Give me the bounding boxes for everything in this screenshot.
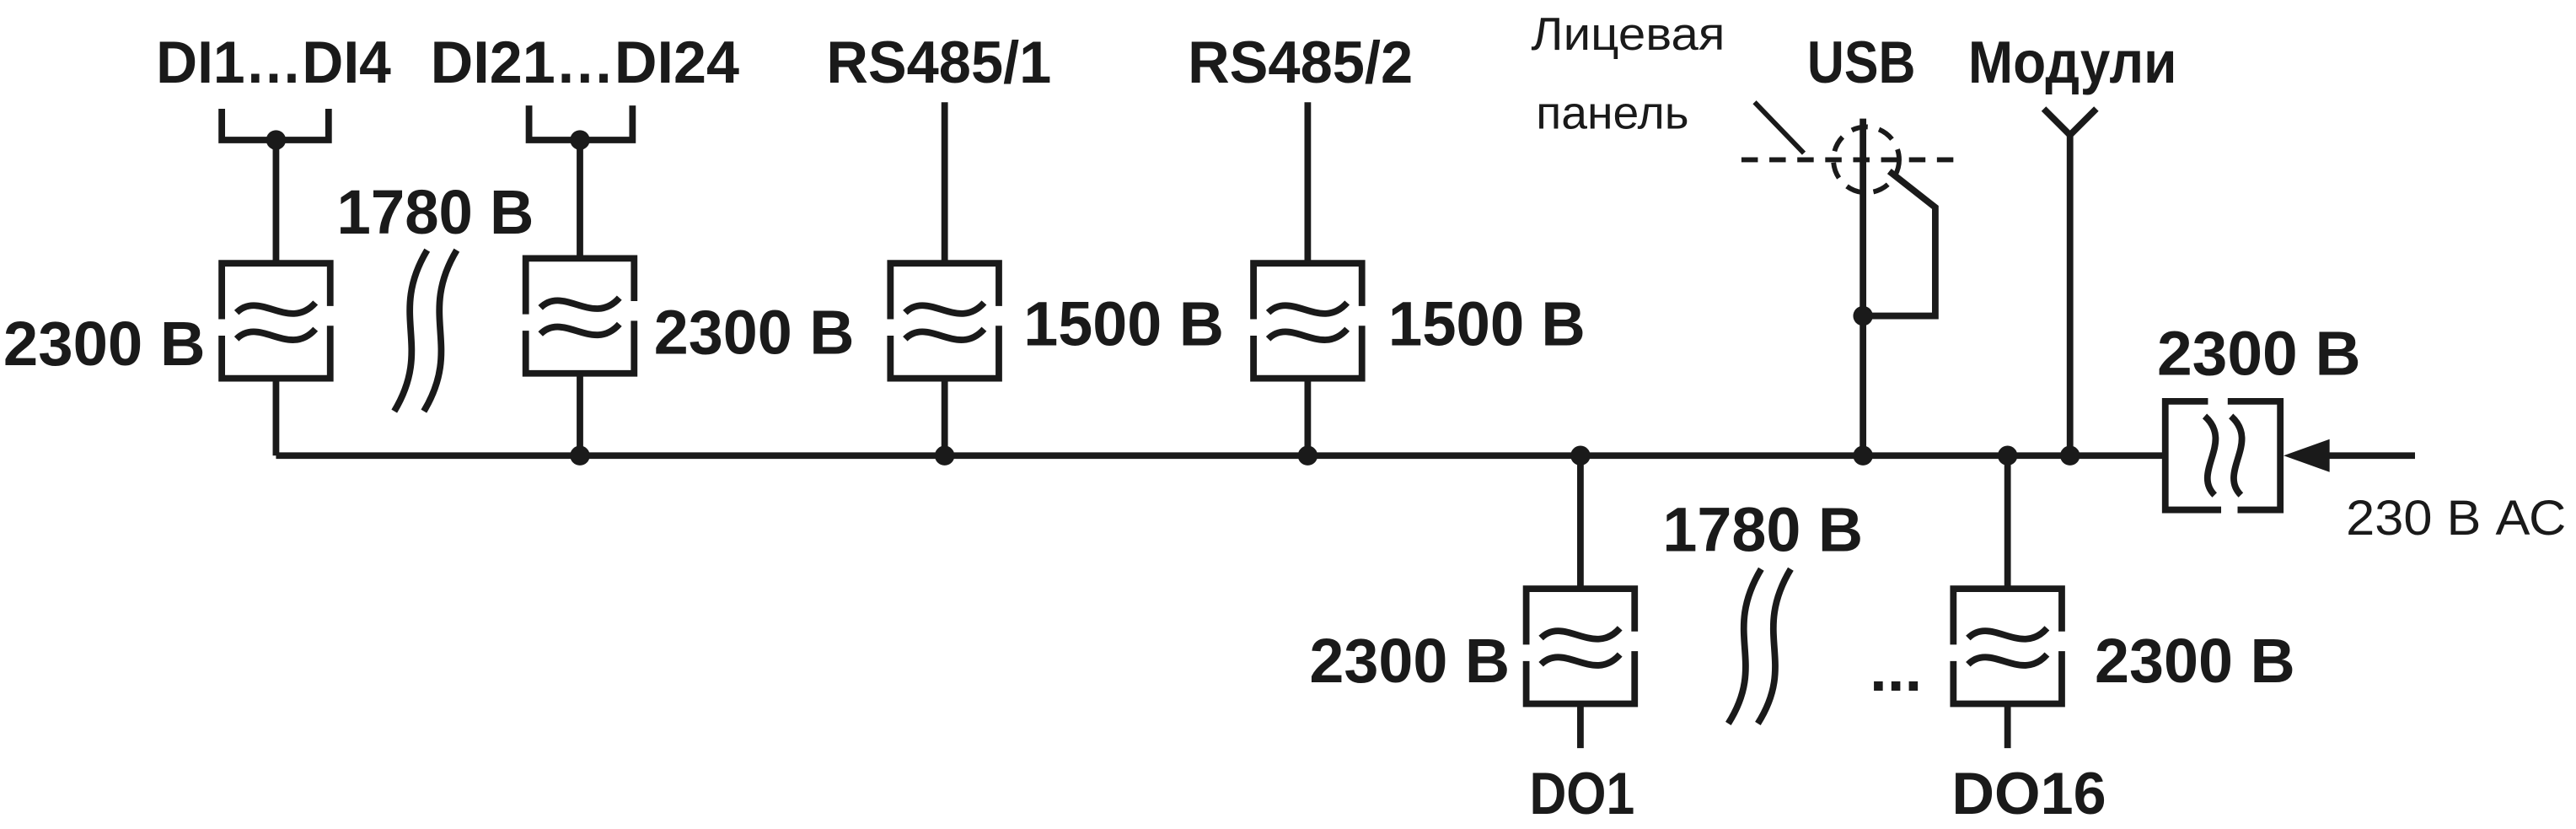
front-panel-label-line1: Лицевая [1531,8,1725,60]
rs485-1-label: RS485/1 [826,29,1051,95]
di-groups-gap-wave-2 [421,248,460,413]
di1-di4-isolation-barrier [222,263,330,378]
supply-isolation-barrier [2165,401,2280,510]
rs485-1-bus-dot [934,445,955,466]
usb-loop-dot [1853,305,1873,326]
do16-voltage: 2300 В [2095,626,2295,696]
do-groups-voltage: 1780 В [1662,494,1863,564]
supply-label: 230 В АС [2346,491,2566,546]
do1-isolation-barrier [1527,589,1635,703]
di1-di4-label: DI1…DI4 [156,29,391,95]
front-panel-label-line2: панель [1536,87,1688,138]
rs485-2-voltage: 1500 В [1388,289,1586,359]
supply-voltage: 2300 В [2157,319,2361,389]
modules-bus-dot [2060,445,2080,466]
front-panel-leader-line [1752,100,1806,155]
usb-label: USB [1807,29,1916,95]
di21-di24-bus-dot [570,445,590,466]
usb-shield-loop [1863,168,1939,320]
rs485-2-isolation-barrier [1253,263,1362,378]
do1-label: DO1 [1530,760,1635,826]
modules-antenna-icon [2041,106,2099,140]
do-groups-gap-wave-1 [1725,567,1764,725]
do-groups-gap-wave-2 [1755,567,1794,725]
do16-isolation-barrier [1953,589,2062,703]
do-ellipsis: ... [1870,634,1922,704]
usb-bus-dot [1853,445,1873,466]
rs485-1-voltage: 1500 В [1023,289,1224,359]
di-groups-voltage: 1780 В [337,177,534,247]
rs485-1-isolation-barrier [890,263,999,378]
do16-label: DO16 [1951,760,2106,826]
di1-di4-voltage: 2300 В [3,309,206,379]
di21-di24-voltage: 2300 В [654,297,855,367]
rs485-2-label: RS485/2 [1188,29,1413,95]
di-groups-gap-wave-1 [391,248,431,413]
rs485-2-bus-dot [1297,445,1318,466]
do1-voltage: 2300 В [1309,626,1510,696]
modules-label: Модули [1968,29,2177,95]
di21-di24-isolation-barrier [526,258,635,373]
supply-arrow-head-icon [2284,439,2330,472]
di21-di24-label: DI21…DI24 [431,29,739,95]
